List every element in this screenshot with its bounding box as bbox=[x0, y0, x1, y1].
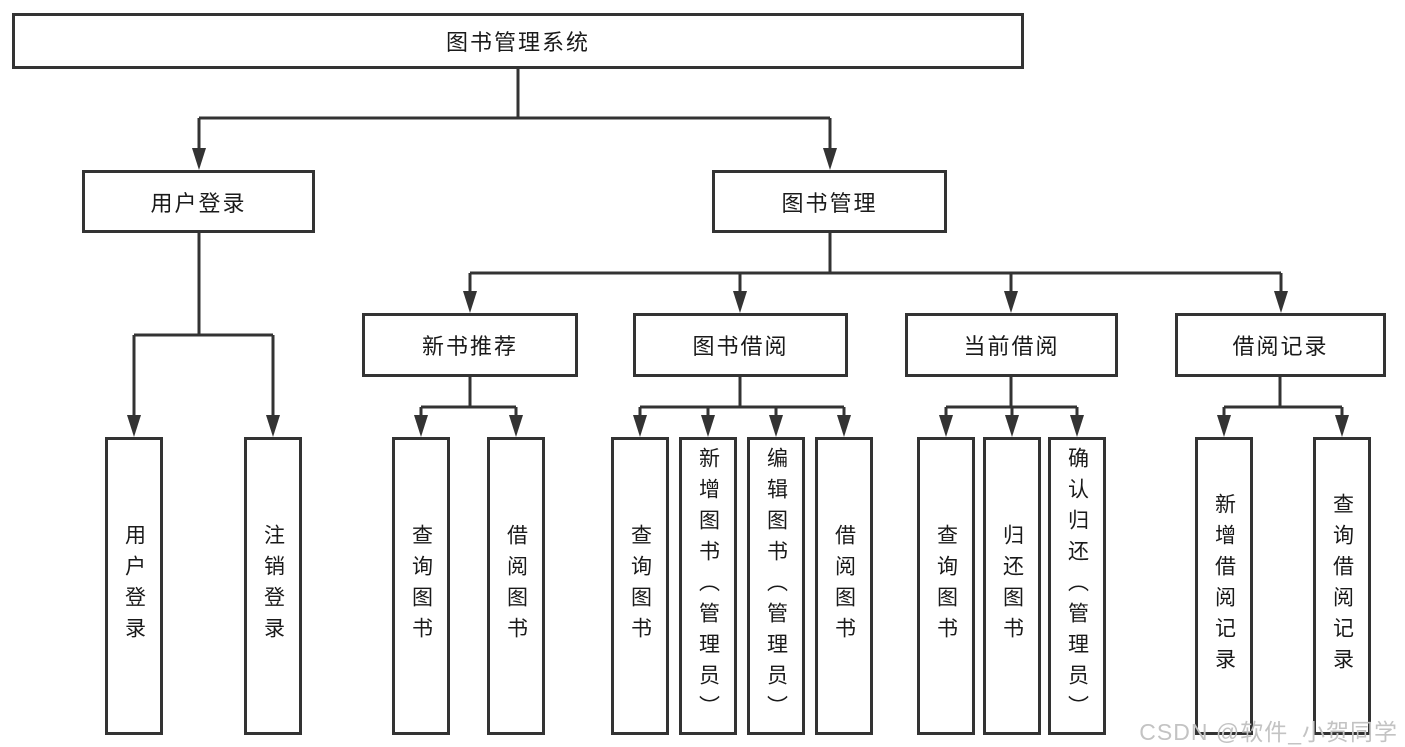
leaf-label: 借阅图书 bbox=[504, 524, 528, 648]
arrow-down-icon bbox=[266, 415, 280, 437]
leaf-add-borrow-record: 新增借阅记录 bbox=[1195, 437, 1253, 735]
leaf-label: 归还图书 bbox=[1000, 524, 1024, 648]
node-user-login: 用户登录 bbox=[82, 170, 315, 233]
connector-current-to-leaves bbox=[939, 377, 1084, 437]
arrow-down-icon bbox=[509, 415, 523, 437]
node-label: 用户登录 bbox=[150, 190, 247, 216]
arrow-down-icon bbox=[1217, 415, 1231, 437]
csdn-watermark: CSDN @软件_小贺同学 bbox=[1139, 719, 1398, 745]
leaf-add-book-admin: 新增图书（管理员） bbox=[679, 437, 737, 735]
arrow-down-icon bbox=[1070, 415, 1084, 437]
leaf-label: 查询图书 bbox=[628, 524, 652, 648]
connector-borrow-to-leaves bbox=[633, 377, 851, 437]
leaf-user-login: 用户登录 bbox=[105, 437, 163, 735]
leaf-label: 查询图书 bbox=[409, 524, 433, 648]
leaf-label: 编辑图书（管理员） bbox=[764, 446, 788, 726]
arrow-down-icon bbox=[1274, 291, 1288, 313]
leaf-query-books-borrowing: 查询图书 bbox=[611, 437, 669, 735]
leaf-return-book: 归还图书 bbox=[983, 437, 1041, 735]
leaf-confirm-return-admin: 确认归还（管理员） bbox=[1048, 437, 1106, 735]
leaf-label: 借阅图书 bbox=[832, 524, 856, 648]
leaf-label: 注销登录 bbox=[261, 524, 285, 648]
leaf-query-books-current: 查询图书 bbox=[917, 437, 975, 735]
arrow-down-icon bbox=[414, 415, 428, 437]
node-root-system: 图书管理系统 bbox=[12, 13, 1024, 69]
arrow-down-icon bbox=[837, 415, 851, 437]
leaf-logout: 注销登录 bbox=[244, 437, 302, 735]
node-new-book-recommend: 新书推荐 bbox=[362, 313, 578, 377]
leaf-label: 用户登录 bbox=[122, 524, 146, 648]
leaf-label: 新增借阅记录 bbox=[1212, 493, 1236, 679]
node-current-borrowing: 当前借阅 bbox=[905, 313, 1118, 377]
arrow-down-icon bbox=[127, 415, 141, 437]
arrow-down-icon bbox=[1335, 415, 1349, 437]
arrow-down-icon bbox=[823, 148, 837, 170]
node-book-borrowing: 图书借阅 bbox=[633, 313, 848, 377]
node-label: 新书推荐 bbox=[421, 334, 518, 359]
arrow-down-icon bbox=[1005, 415, 1019, 437]
node-label: 图书管理 bbox=[781, 190, 878, 216]
node-borrowing-records: 借阅记录 bbox=[1175, 313, 1386, 377]
leaf-edit-book-admin: 编辑图书（管理员） bbox=[747, 437, 805, 735]
node-label: 借阅记录 bbox=[1232, 334, 1329, 359]
leaf-label: 新增图书（管理员） bbox=[696, 446, 720, 726]
arrow-down-icon bbox=[1004, 291, 1018, 313]
connector-root-to-level2 bbox=[192, 69, 837, 170]
node-label: 当前借阅 bbox=[963, 334, 1060, 359]
node-label: 图书管理系统 bbox=[445, 30, 590, 55]
connector-records-to-leaves bbox=[1217, 377, 1349, 437]
connector-mgmt-to-level3 bbox=[463, 233, 1288, 313]
connector-newbook-to-leaves bbox=[414, 377, 523, 437]
leaf-label: 确认归还（管理员） bbox=[1065, 446, 1089, 726]
leaf-borrow-books-borrowing: 借阅图书 bbox=[815, 437, 873, 735]
arrow-down-icon bbox=[769, 415, 783, 437]
arrow-down-icon bbox=[192, 148, 206, 170]
node-label: 图书借阅 bbox=[692, 334, 789, 359]
node-book-management: 图书管理 bbox=[712, 170, 947, 233]
leaf-label: 查询图书 bbox=[934, 524, 958, 648]
arrow-down-icon bbox=[463, 291, 477, 313]
leaf-borrow-books-recommend: 借阅图书 bbox=[487, 437, 545, 735]
arrow-down-icon bbox=[633, 415, 647, 437]
arrow-down-icon bbox=[701, 415, 715, 437]
arrow-down-icon bbox=[939, 415, 953, 437]
leaf-query-books-recommend: 查询图书 bbox=[392, 437, 450, 735]
leaf-query-borrow-record: 查询借阅记录 bbox=[1313, 437, 1371, 735]
connector-login-to-leaves bbox=[127, 233, 280, 437]
arrow-down-icon bbox=[733, 291, 747, 313]
leaf-label: 查询借阅记录 bbox=[1330, 493, 1354, 679]
